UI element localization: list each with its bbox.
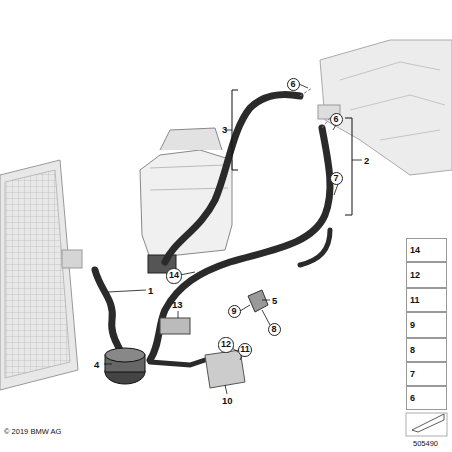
callout-circle: 8 (268, 323, 281, 336)
callout-number: 8 (410, 346, 415, 355)
callout-number: 7 (410, 370, 415, 379)
callout-number: 14 (169, 271, 179, 280)
callout-number: 13 (172, 300, 183, 310)
callout-number: 6 (290, 80, 295, 89)
part-cell: 11 (406, 288, 447, 312)
part-cell: 9 (406, 312, 447, 338)
callout-number: 11 (240, 345, 250, 354)
leader-lines (104, 84, 362, 394)
callout-number: 14 (410, 246, 420, 255)
callout-circle: 11 (238, 343, 253, 358)
callout-number: 1 (148, 286, 153, 296)
electric-water-pump (105, 348, 145, 384)
footer-note: 505490 (413, 440, 438, 448)
callout-number: 9 (231, 307, 236, 316)
engine-housing (318, 40, 452, 175)
part-cell: 7 (406, 362, 447, 386)
hose-clip (248, 290, 268, 312)
callout-number: 6 (410, 394, 415, 403)
callout-number: 8 (271, 325, 276, 334)
part-cell: 6 (406, 386, 447, 410)
callout-number: 6 (333, 115, 338, 124)
callout-number: 12 (221, 340, 231, 349)
part-cell: 12 (406, 262, 447, 288)
callout-number: 11 (410, 296, 420, 305)
part-icons (406, 244, 447, 436)
callout-number: 4 (94, 360, 99, 370)
callout-circle: 6 (287, 78, 300, 91)
callout-number: 10 (222, 396, 233, 406)
hoses (95, 95, 330, 366)
callout-circle: 14 (166, 268, 181, 283)
callout-number: 7 (333, 174, 338, 183)
radiator (0, 160, 82, 390)
holder-bracket (160, 318, 245, 388)
part-cell: 14 (406, 238, 447, 262)
callout-circle: 9 (228, 305, 241, 318)
callout-number: 3 (222, 125, 227, 135)
callout-circle: 12 (218, 337, 233, 352)
callout-number: 9 (410, 321, 415, 330)
callout-number: 2 (364, 156, 369, 166)
footer-note: © 2019 BMW AG (4, 428, 61, 436)
part-cell: 8 (406, 338, 447, 362)
callout-number: 5 (272, 296, 277, 306)
callout-circle: 6 (330, 113, 343, 126)
callout-number: 12 (410, 271, 420, 280)
callout-circle: 7 (330, 172, 343, 185)
